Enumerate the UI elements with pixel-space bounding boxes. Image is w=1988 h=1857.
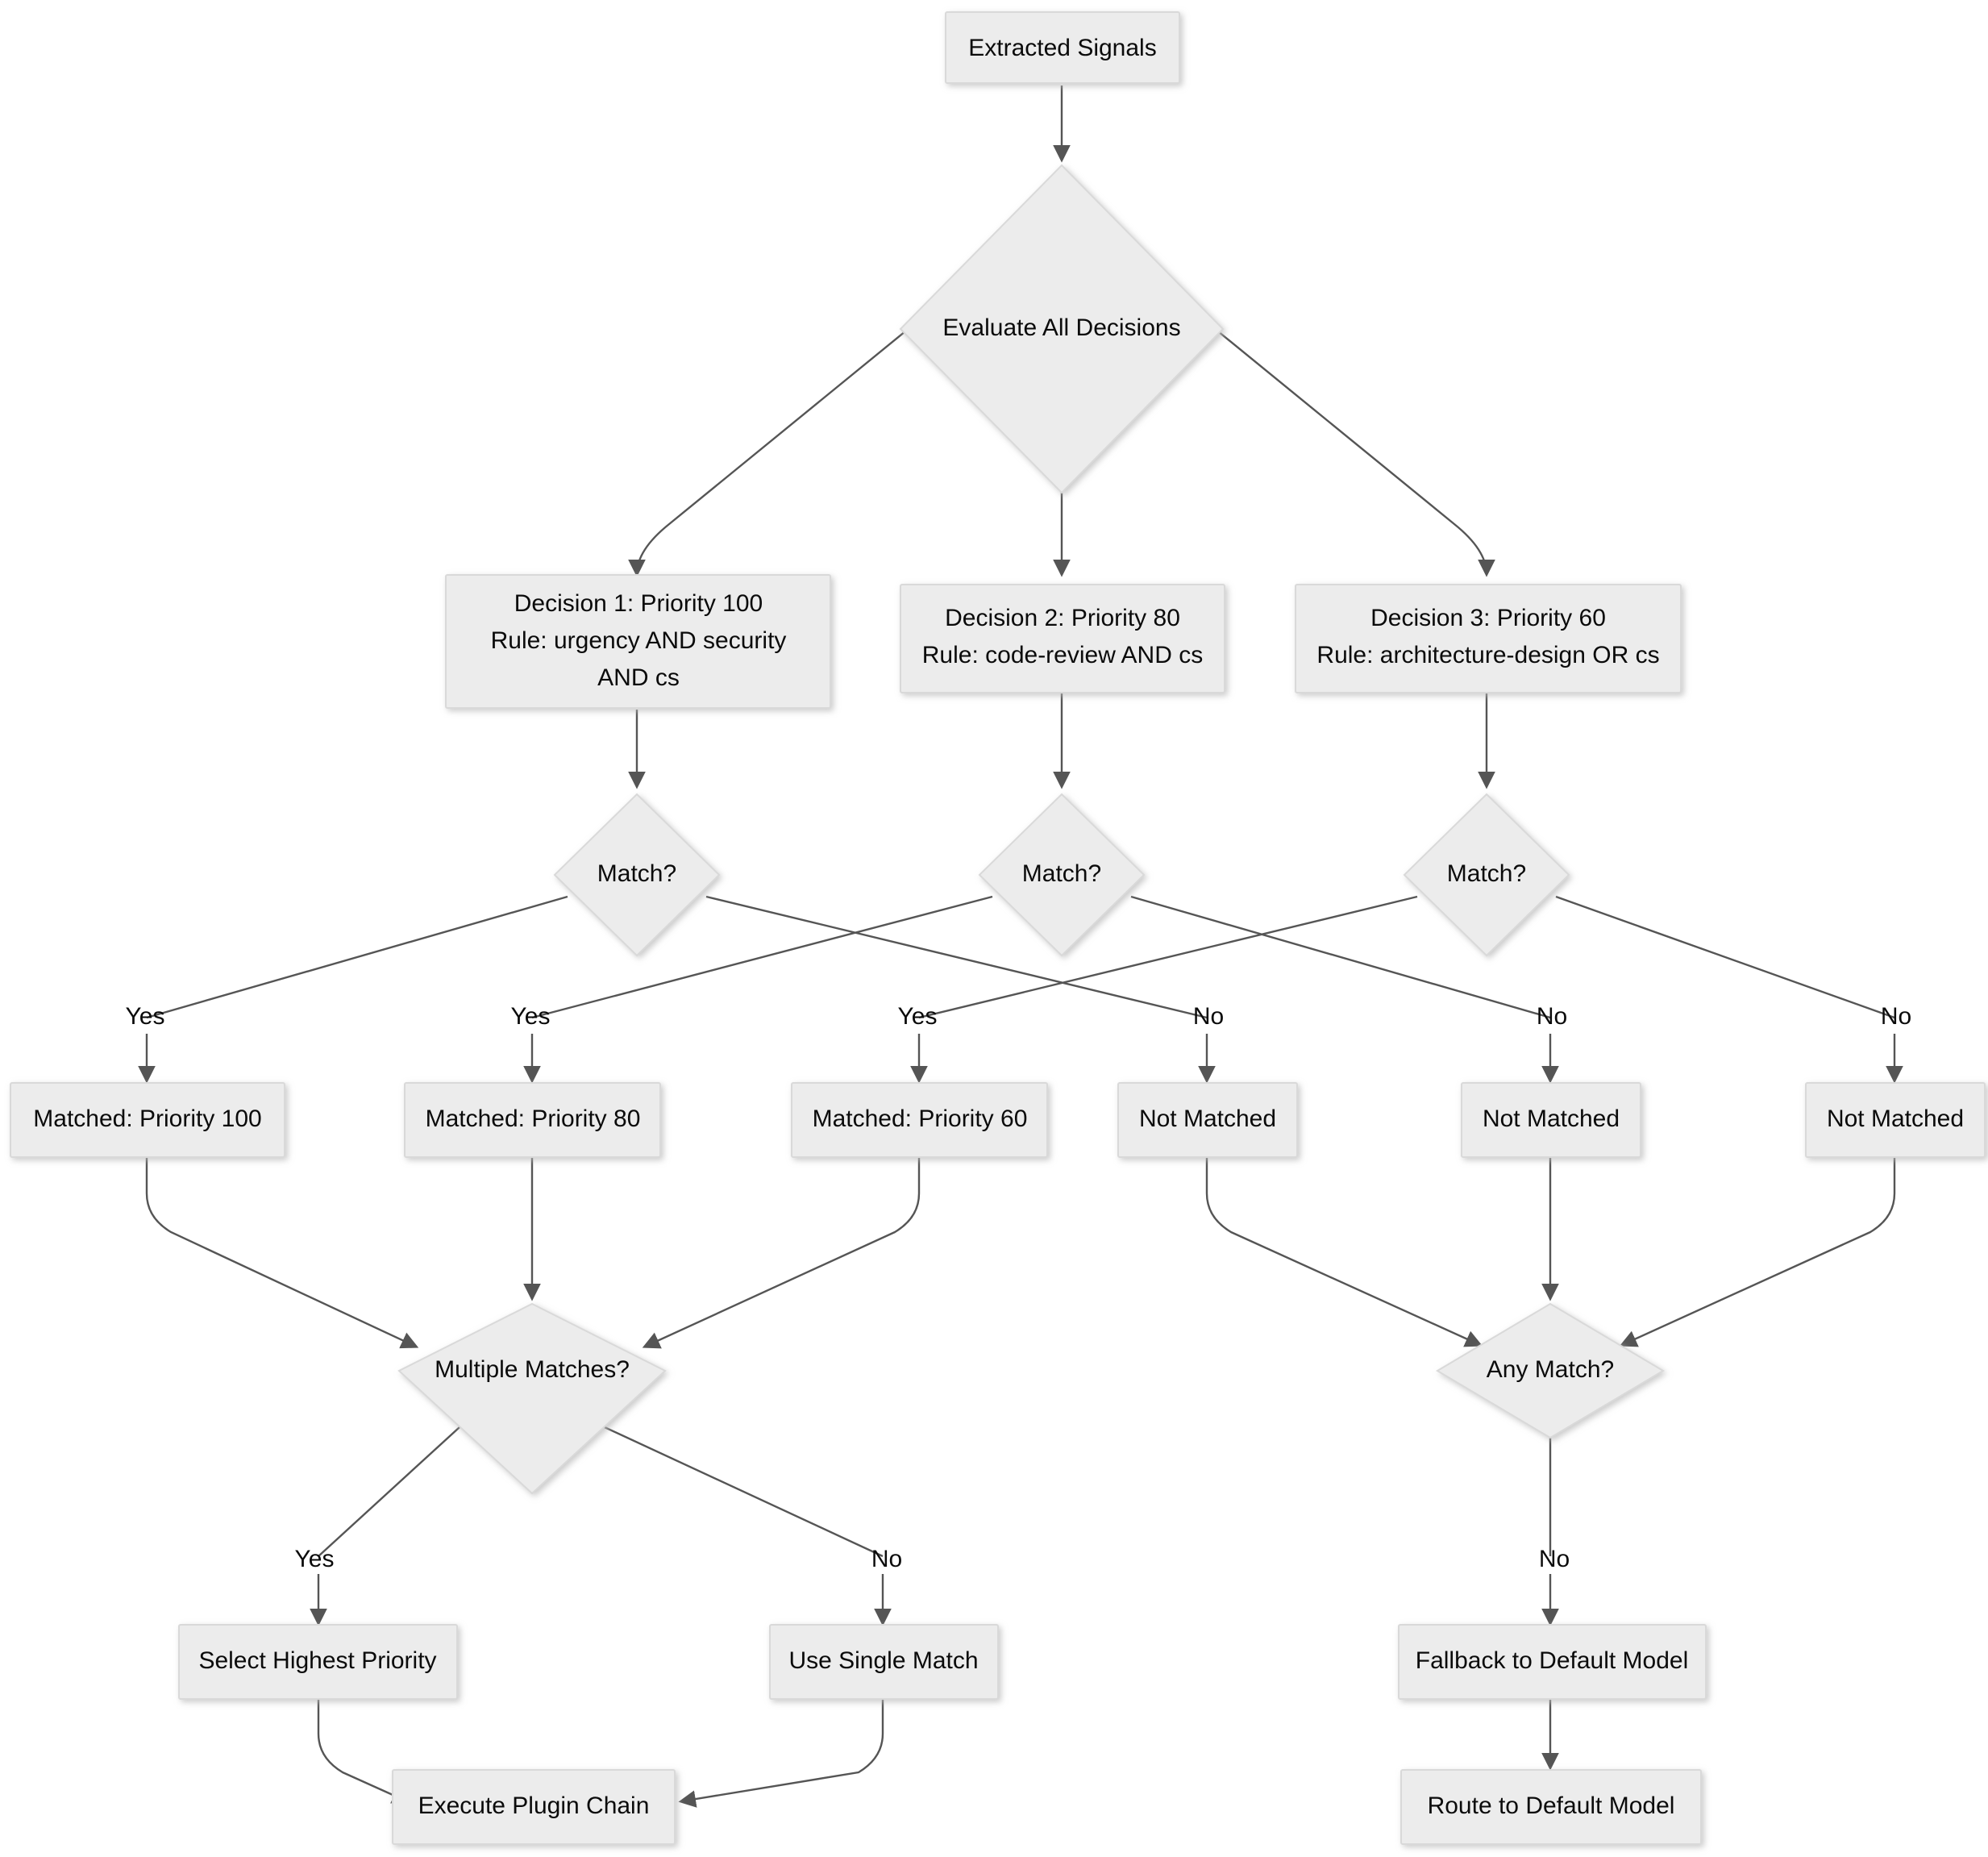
edge-notmatched1-to-anymatch [1205,1155,1483,1347]
edge-match1-no [705,895,1208,1019]
node-extracted-signals[interactable]: Extracted Signals [945,11,1180,84]
node-label-matched100: Matched: Priority 100 [33,1105,261,1132]
node-label-decision3-line2: Rule: architecture-design OR cs [1316,642,1659,668]
edge-multiple-yes [318,1426,460,1557]
node-label-multiple-matches: Multiple Matches? [435,1356,630,1383]
edge-evaluate-to-decision1 [628,273,976,577]
node-label-select-highest: Select Highest Priority [198,1647,436,1674]
node-matched-priority-80[interactable]: Matched: Priority 80 [404,1082,661,1158]
node-label-fallback-default: Fallback to Default Model [1416,1647,1689,1674]
edge-label-no-3: No [1881,1003,1911,1030]
node-label-not-matched-2: Not Matched [1483,1105,1620,1132]
node-not-matched-3[interactable]: Not Matched [1805,1082,1986,1158]
node-match-3[interactable]: Match? [1403,793,1570,957]
edge-multiple-no [604,1426,884,1558]
node-label-execute-plugin-chain: Execute Plugin Chain [418,1792,650,1819]
edge-label-yes-1: Yes [126,1003,165,1030]
node-match-2[interactable]: Match? [978,793,1146,957]
node-not-matched-2[interactable]: Not Matched [1461,1082,1641,1158]
edge-label-yes-3: Yes [898,1003,938,1030]
node-match-1[interactable]: Match? [553,793,721,957]
edge-evaluate-to-decision3 [1147,273,1495,577]
edge-label-yes-2: Yes [511,1003,551,1030]
node-label-match2: Match? [1022,860,1101,887]
edge-matched100-to-multiple [145,1155,419,1349]
node-label-matched60: Matched: Priority 60 [813,1105,1028,1132]
edge-match2-no [1130,895,1551,1019]
node-label-not-matched-3: Not Matched [1827,1105,1964,1132]
node-fallback-default-model[interactable]: Fallback to Default Model [1398,1624,1707,1700]
node-not-matched-1[interactable]: Not Matched [1117,1082,1298,1158]
node-evaluate-all-decisions[interactable]: Evaluate All Decisions [899,164,1225,494]
edge-match1-yes [146,895,568,1019]
node-label-match3: Match? [1447,860,1526,887]
node-label-not-matched-1: Not Matched [1139,1105,1276,1132]
node-label-extracted-signals: Extracted Signals [968,35,1156,61]
edge-match3-no [1555,895,1895,1019]
edge-match2-yes [531,895,993,1019]
node-multiple-matches[interactable]: Multiple Matches? [397,1302,667,1495]
edge-usesingle-to-execute [678,1699,884,1808]
edge-select-to-execute [317,1699,410,1804]
edge-label-no-2: No [1537,1003,1567,1030]
node-label-decision3-line1: Decision 3: Priority 60 [1370,605,1606,631]
node-label-decision1-line1: Decision 1: Priority 100 [514,590,763,617]
node-label-matched80: Matched: Priority 80 [426,1105,641,1132]
node-route-default-model[interactable]: Route to Default Model [1400,1769,1702,1845]
node-label-route-default-model: Route to Default Model [1428,1792,1675,1819]
node-select-highest-priority[interactable]: Select Highest Priority [178,1624,458,1700]
node-matched-priority-100[interactable]: Matched: Priority 100 [10,1082,285,1158]
edge-match3-yes [918,895,1418,1019]
node-label-decision1-line2: Rule: urgency AND security [491,627,787,654]
node-label-use-single-match: Use Single Match [788,1647,978,1674]
node-decision-3[interactable]: Decision 3: Priority 60 Rule: architectu… [1295,584,1682,693]
node-label-decision1-line3: AND cs [597,664,680,691]
edge-label-multiple-no: No [871,1546,902,1572]
node-decision-2[interactable]: Decision 2: Priority 80 Rule: code-revie… [900,584,1225,693]
edge-label-multiple-yes: Yes [295,1546,335,1572]
node-any-match[interactable]: Any Match? [1436,1302,1665,1439]
node-label-decision2-line1: Decision 2: Priority 80 [945,605,1180,631]
node-label-decision2-line2: Rule: code-review AND cs [922,642,1203,668]
edge-group [138,85,1903,1808]
edge-notmatched3-to-anymatch [1619,1155,1896,1347]
node-label-match1: Match? [597,860,676,887]
node-matched-priority-60[interactable]: Matched: Priority 60 [791,1082,1048,1158]
edge-matched60-to-multiple [642,1155,921,1349]
node-label-any-match: Any Match? [1487,1356,1614,1383]
node-label-evaluate-all-decisions: Evaluate All Decisions [942,314,1180,341]
node-decision-1[interactable]: Decision 1: Priority 100 Rule: urgency A… [445,574,831,709]
edge-label-any-match-no: No [1539,1546,1570,1572]
node-use-single-match[interactable]: Use Single Match [769,1624,999,1700]
node-execute-plugin-chain[interactable]: Execute Plugin Chain [392,1769,676,1845]
edge-label-no-1: No [1193,1003,1224,1030]
